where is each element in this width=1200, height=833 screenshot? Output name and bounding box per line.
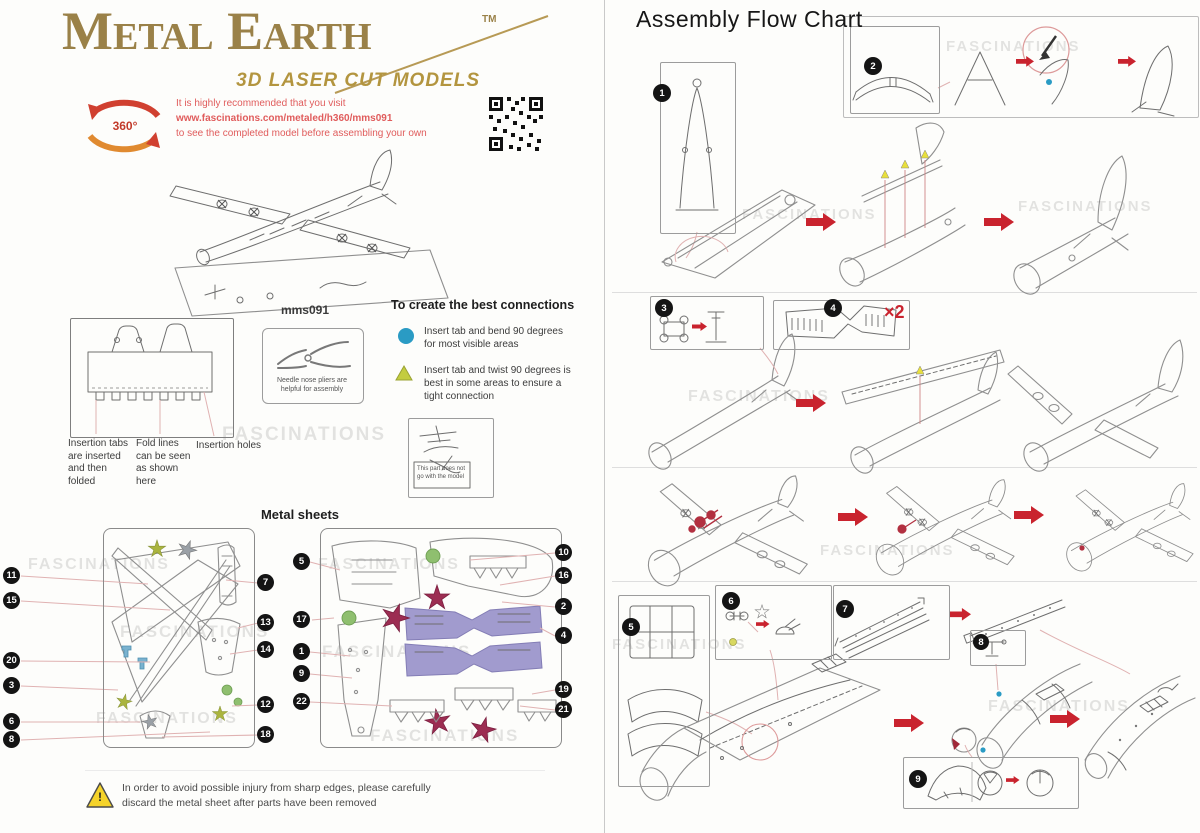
trim-note: This part does not go with the model (417, 466, 466, 481)
model-illustration (169, 149, 449, 317)
part-callout: 11 (3, 567, 20, 584)
step-number: 9 (909, 770, 927, 788)
part-callout: 6 (3, 713, 20, 730)
watermark: FASCINATIONS (742, 206, 877, 223)
part-callout: 2 (555, 598, 572, 615)
step7-box (833, 585, 950, 660)
bend-dot-icon (398, 328, 414, 344)
fuselage-rear-done (1013, 155, 1129, 295)
intro-line-1: It is highly recommended that you visit (176, 98, 346, 109)
brand-subtitle: 3D LASER CUT MODELS (236, 70, 480, 91)
part-callout: 8 (3, 731, 20, 748)
warning-exclamation: ! (98, 790, 102, 804)
step-number: 7 (836, 600, 854, 618)
part-callout: 17 (293, 611, 310, 628)
step2-box (850, 26, 940, 114)
step-number: 1 (653, 84, 671, 102)
step-number: 6 (722, 592, 740, 610)
flow-arrow (1014, 506, 1044, 524)
trim-note-box (408, 418, 494, 498)
flow-arrow (950, 608, 971, 621)
flow-arrow (894, 714, 924, 732)
part-callout: 1 (293, 643, 310, 660)
metal-sheet-1 (103, 528, 255, 748)
plane-stage-2 (870, 479, 1015, 581)
part-callout: 20 (3, 652, 20, 669)
metal-sheets-heading: Metal sheets (260, 507, 340, 522)
flow-arrow (838, 508, 868, 526)
bend-instruction: Insert tab and bend 90 degrees for most … (424, 326, 563, 350)
step-number: 3 (655, 299, 673, 317)
row-separator (612, 292, 1197, 293)
metal-sheet-2 (320, 528, 562, 748)
pliers-box (262, 328, 364, 404)
part-callout: 5 (293, 553, 310, 570)
step1-box (660, 62, 736, 234)
warning-line-2: discard the metal sheet after parts have… (122, 797, 377, 809)
intro-url: www.fascinations.com/metaled/h360/mms091 (176, 113, 393, 124)
part-callout: 15 (3, 592, 20, 609)
step-number: 5 (622, 618, 640, 636)
part-callout: 13 (257, 614, 274, 631)
plane-stage-3 (1061, 483, 1194, 576)
fuselage-wings-done (1007, 339, 1184, 472)
step-number: 8 (973, 634, 989, 650)
watermark: FASCINATIONS (1018, 198, 1153, 215)
pliers-note: Needle nose pliers are helpful for assem… (276, 377, 348, 394)
part-callout: 18 (257, 726, 274, 743)
page-divider (604, 0, 605, 833)
twist-triangle-icon (395, 364, 413, 381)
x2-label: ×2 (884, 302, 905, 322)
qr-code (489, 97, 543, 151)
plane-stage-1 (641, 475, 808, 593)
flow-chart-title: Assembly Flow Chart (636, 6, 863, 32)
watermark: FASCINATIONS (988, 698, 1130, 715)
part-callout: 10 (555, 544, 572, 561)
intro-line-3: to see the completed model before assemb… (176, 128, 427, 139)
row-separator (612, 581, 1197, 582)
wing-attach-assembly (841, 349, 1005, 474)
part-callout: 4 (555, 627, 572, 644)
fold-lines-label: Fold lines can be seen as shown here (136, 438, 191, 487)
part-callout: 9 (293, 665, 310, 682)
step2-outer-box (843, 16, 1199, 118)
step-number: 4 (824, 299, 842, 317)
brand-logo: Metal Earth (62, 1, 372, 61)
part-callout: 16 (555, 567, 572, 584)
insertion-holes-label: Insertion holes (196, 440, 262, 451)
360-view-label: 360° (112, 119, 138, 133)
part-callout: 7 (257, 574, 274, 591)
tab-diagram-box (70, 318, 234, 438)
row-separator (612, 467, 1197, 468)
connections-heading: To create the best connections (391, 298, 575, 312)
step3-box (650, 296, 764, 350)
footer-separator (85, 770, 545, 771)
watermark: FASCINATIONS (222, 424, 387, 445)
part-callout: 12 (257, 696, 274, 713)
part-callout: 3 (3, 677, 20, 694)
part-callout: 22 (293, 693, 310, 710)
step9-box (903, 757, 1079, 809)
part-callout: 14 (257, 641, 274, 658)
model-code: mms091 (280, 303, 330, 317)
nose-section-done (1084, 675, 1196, 779)
flow-arrow (984, 213, 1014, 231)
watermark: FASCINATIONS (688, 388, 830, 405)
part-callout: 21 (555, 701, 572, 718)
warning-line-1: In order to avoid possible injury from s… (122, 782, 431, 794)
trademark-symbol: TM (482, 14, 497, 25)
step-number: 2 (864, 57, 882, 75)
part-callout: 19 (555, 681, 572, 698)
insertion-tabs-label: Insertion tabs are inserted and then fol… (68, 438, 129, 487)
twist-instruction: Insert tab and twist 90 degrees is best … (424, 365, 571, 402)
watermark: FASCINATIONS (820, 542, 955, 559)
